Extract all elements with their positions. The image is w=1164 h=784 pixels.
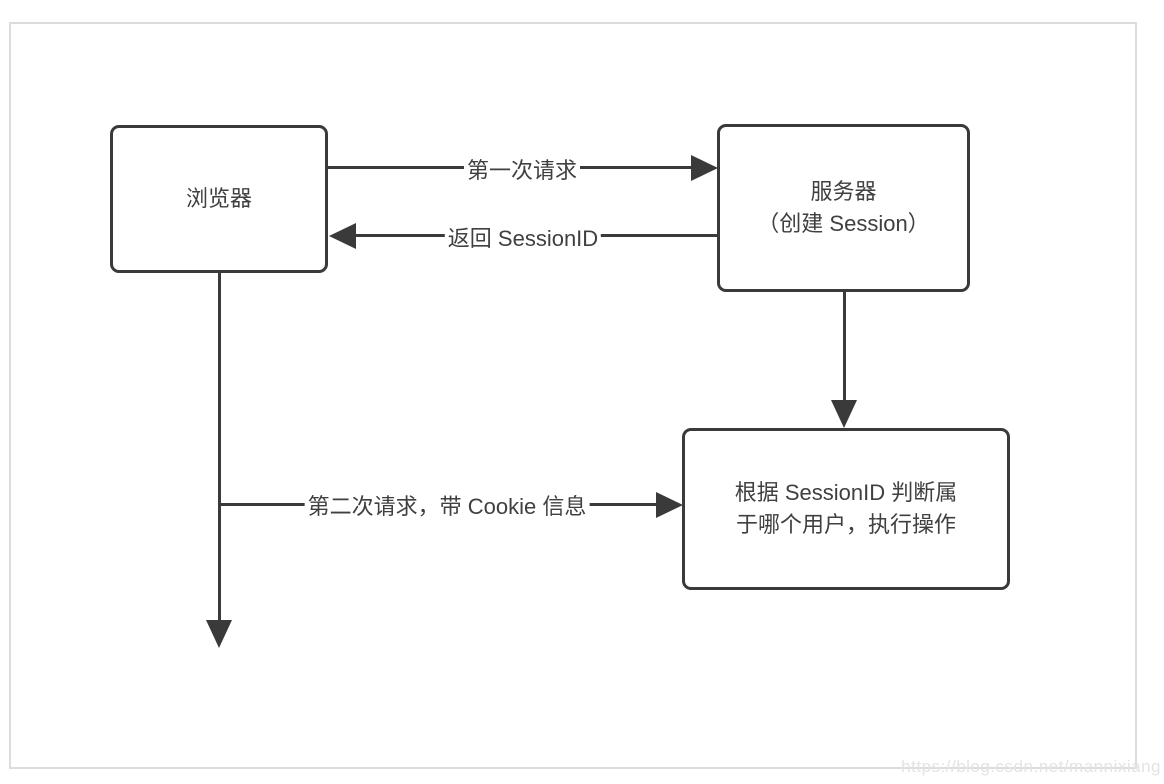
server-down-arrowhead-down-icon (831, 400, 857, 428)
node-session-check-label-line2: 于哪个用户，执行操作 (735, 512, 956, 537)
node-browser: 浏览器 (110, 125, 328, 273)
first-request-label: 第一次请求 (463, 153, 581, 185)
node-session-check: 根据 SessionID 判断属 于哪个用户，执行操作 (682, 428, 1010, 590)
browser-down-arrowhead-down-icon (206, 620, 232, 648)
second-request-label: 第二次请求，带 Cookie 信息 (304, 489, 590, 521)
node-browser-label: 浏览器 (185, 186, 252, 211)
server-down-line (843, 290, 846, 402)
second-request-arrowhead-right-icon (656, 492, 683, 518)
frame-border (9, 22, 1137, 769)
browser-down-line (218, 273, 221, 621)
watermark: https://blog.csdn.net/mannixiang (901, 757, 1161, 776)
return-sessionid-arrowhead-left-icon (329, 223, 356, 249)
node-session-check-label-line1: 根据 SessionID 判断属 (734, 480, 958, 505)
return-sessionid-label: 返回 SessionID (444, 221, 602, 253)
node-server: 服务器 （创建 Session） (717, 124, 970, 292)
first-request-arrowhead-right-icon (691, 155, 718, 181)
node-server-label-line1: 服务器 (810, 179, 877, 204)
node-server-label-line2: （创建 Session） (757, 211, 930, 236)
